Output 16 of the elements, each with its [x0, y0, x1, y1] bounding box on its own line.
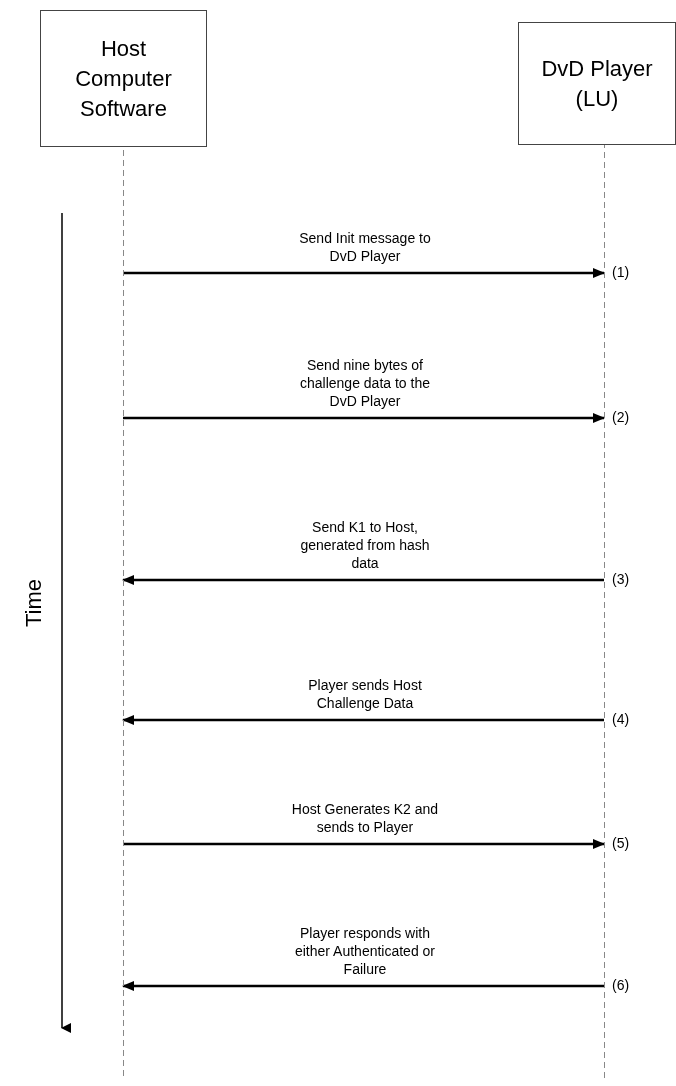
message-arrow — [123, 839, 605, 849]
message-arrow — [122, 575, 604, 585]
message-arrow — [122, 981, 604, 991]
step-number: (6) — [612, 977, 630, 993]
participant-box: Host Computer Software — [40, 10, 207, 147]
step-number: (1) — [612, 264, 630, 280]
participant-box: DvD Player (LU) — [518, 22, 676, 145]
edge-label: Host Generates K2 and sends to Player — [290, 800, 440, 836]
message-arrow — [123, 268, 605, 278]
step-number: (3) — [612, 571, 630, 587]
step-number: (2) — [612, 409, 630, 425]
axis-label: Time — [21, 578, 48, 628]
message-arrow — [122, 715, 604, 725]
step-number: (4) — [612, 711, 630, 727]
step-number: (5) — [612, 835, 630, 851]
message-arrow — [123, 413, 605, 423]
